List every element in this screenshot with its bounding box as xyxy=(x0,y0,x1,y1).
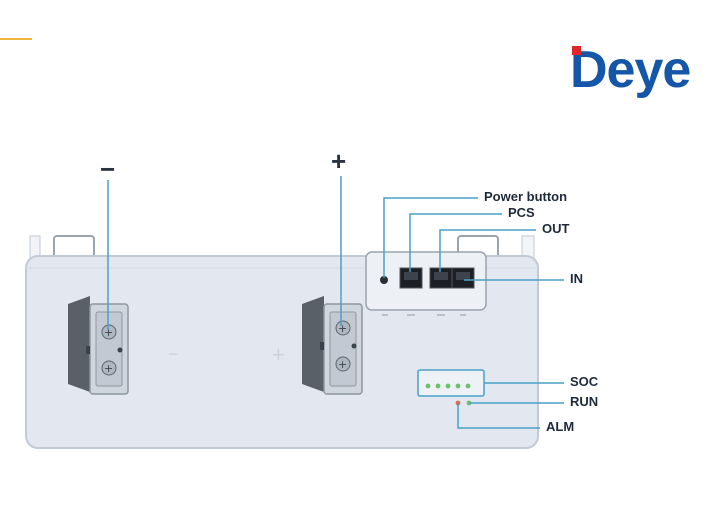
pcs-label: PCS xyxy=(508,205,535,220)
embossed-plus: + xyxy=(272,342,285,367)
run-label: RUN xyxy=(570,394,599,409)
pcs-leader xyxy=(409,213,502,272)
soc-led-box xyxy=(417,369,485,397)
embossed-minus: − xyxy=(168,344,179,364)
svg-text:+: + xyxy=(338,322,347,335)
svg-text:+: + xyxy=(104,362,113,375)
left-side-tab xyxy=(29,235,41,259)
deye-logo: Deye xyxy=(570,40,715,100)
port-panel xyxy=(365,251,487,316)
logo-red-square xyxy=(572,46,581,55)
power-button-label: Power button xyxy=(484,189,568,204)
soc-led-2 xyxy=(435,383,441,389)
left-handle xyxy=(53,235,95,259)
positive-symbol: + xyxy=(331,146,346,176)
in-label: IN xyxy=(570,271,583,286)
soc-led-4 xyxy=(455,383,461,389)
svg-text:+: + xyxy=(104,326,113,339)
out-leader xyxy=(439,229,536,272)
logo-text: Deye xyxy=(570,41,691,99)
power-button-leader xyxy=(383,197,478,278)
out-label: OUT xyxy=(542,221,570,236)
callout-leaders xyxy=(383,197,564,429)
alm-label: ALM xyxy=(546,419,575,434)
alm-leader xyxy=(457,403,540,429)
svg-text:+: + xyxy=(338,358,347,371)
soc-led-1 xyxy=(425,383,431,389)
positive-terminal: + + xyxy=(302,296,363,395)
negative-terminal: + + xyxy=(68,296,129,395)
power-button xyxy=(380,276,388,284)
soc-label: SOC xyxy=(570,374,599,389)
soc-led-5 xyxy=(465,383,471,389)
soc-led-3 xyxy=(445,383,451,389)
accent-line xyxy=(0,38,32,40)
right-side-tab xyxy=(521,235,535,259)
negative-symbol: − xyxy=(100,154,115,184)
